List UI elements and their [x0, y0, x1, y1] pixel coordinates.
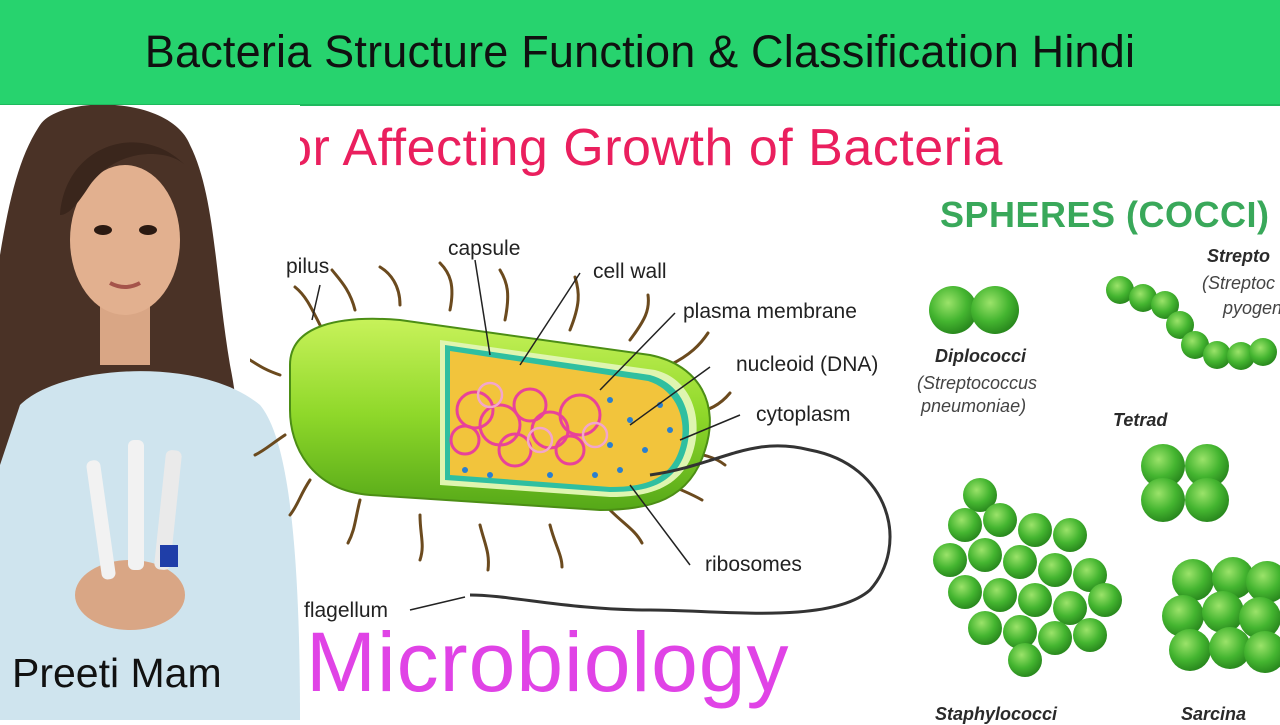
- diplococci-label: Diplococci: [935, 346, 1027, 366]
- tetrad-label: Tetrad: [1113, 410, 1168, 430]
- cocci-panel: SPHERES (COCCI): [905, 180, 1280, 724]
- presenter-photo: [0, 105, 300, 720]
- banner-title: Bacteria Structure Function & Classifica…: [144, 26, 1136, 77]
- label-pilus: pilus: [286, 255, 329, 278]
- label-cell-wall: cell wall: [593, 260, 667, 283]
- label-ribosomes: ribosomes: [705, 553, 802, 576]
- brand-title: Microbiology: [306, 615, 790, 709]
- presenter-name: Preeti Mam: [12, 650, 222, 696]
- label-flagellum: flagellum: [304, 599, 388, 622]
- cocci-title: SPHERES (COCCI): [940, 194, 1270, 235]
- streptococci-sci-line1: (Streptoc: [1202, 273, 1276, 293]
- staphylococci-label: Staphylococci: [935, 704, 1058, 724]
- title-banner: Bacteria Structure Function & Classifica…: [0, 0, 1280, 106]
- subtitle: Factor Affecting Growth of Bacteria: [180, 119, 1003, 177]
- streptococci-label: Strepto: [1207, 246, 1270, 266]
- sarcina-label: Sarcina: [1181, 704, 1247, 724]
- streptococci-sci-line2: pyogen: [1223, 298, 1280, 318]
- diplococci-sci-line1: (Streptococcus: [917, 373, 1038, 393]
- diplococci-sci-line2: pneumoniae): [921, 396, 1027, 416]
- label-cytoplasm: cytoplasm: [756, 403, 851, 426]
- cocci-illustrations: [929, 276, 1280, 677]
- label-capsule: capsule: [448, 237, 520, 260]
- label-plasma-membrane: plasma membrane: [683, 300, 857, 323]
- label-nucleoid: nucleoid (DNA): [736, 353, 878, 376]
- bacterium-diagram: pilus capsule cell wall plasma membrane …: [250, 237, 892, 622]
